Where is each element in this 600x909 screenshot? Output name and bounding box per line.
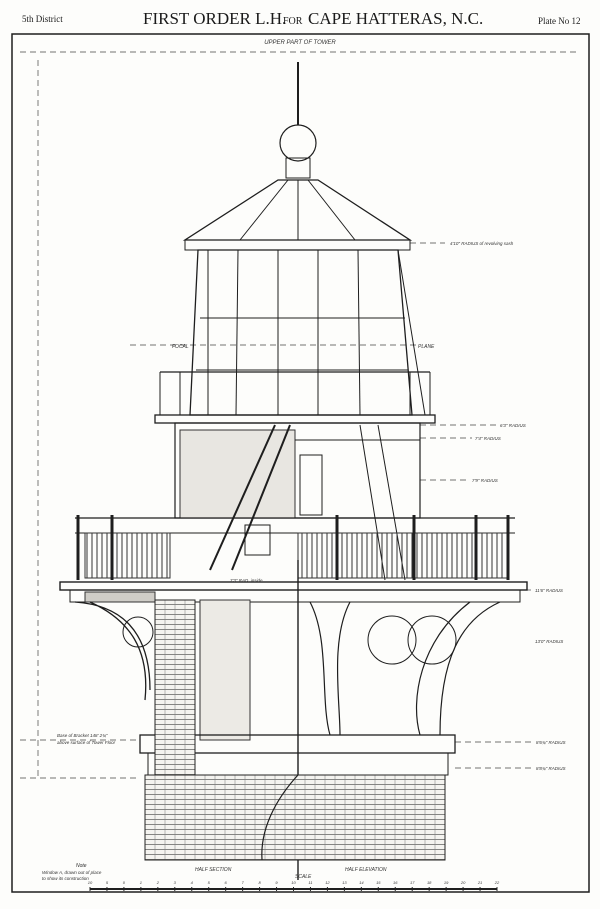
scale-tick-label: 11 [308, 880, 312, 885]
watch-room [174, 422, 421, 581]
plane-label: PLANE [418, 344, 435, 350]
scale-tick-label: 14 [359, 880, 364, 885]
scale-tick-label: 5 [208, 880, 211, 885]
radius-label-7: 8'6¾" RADIUS [536, 740, 565, 745]
scale-tick-label: 20 [460, 880, 466, 885]
note-line-1: Window A, drawn out of place [42, 870, 102, 875]
radius-label-5: 11'6" RADIUS [535, 588, 563, 593]
focal-label: FOCAL [172, 344, 189, 350]
scale-tick-label: 2 [156, 880, 160, 885]
scale-tick-label: 6 [225, 880, 228, 885]
lower-gallery-railing [75, 515, 515, 580]
scale-tick-label: 22 [494, 880, 500, 885]
tower-masonry [139, 599, 456, 861]
scale-tick-label: 13 [342, 880, 347, 885]
scale-tick-label: 10 [88, 880, 93, 885]
cornice-and-brackets [59, 560, 528, 880]
scale-tick-label: 0 [123, 880, 126, 885]
lantern-roof [182, 62, 413, 251]
half-section-label: HALF SECTION [195, 867, 232, 873]
subtitle: UPPER PART OF TOWER [264, 40, 336, 46]
scale-tick-label: 17 [410, 880, 415, 885]
scale-tick-label: 15 [376, 880, 381, 885]
bracket-note-2: above surface of Tower Floor [57, 740, 116, 745]
scale-tick-label: 9 [275, 880, 278, 885]
dimension-guides [20, 51, 580, 780]
bracket-note-1: Base of Bracket 148' 2¾" [57, 733, 108, 738]
title-for: FOR [283, 16, 303, 27]
radius-label-4: 7'9" RADIUS [472, 478, 498, 483]
scale-tick-label: 18 [427, 880, 432, 885]
note-title: Note [76, 863, 87, 869]
scale-tick-label: 1 [140, 880, 142, 885]
drawing-border [11, 33, 590, 893]
scale-tick-label: 21 [477, 880, 482, 885]
scale-title: SCALE [295, 874, 312, 880]
half-elevation-label: HALF ELEVATION [345, 867, 387, 873]
plate-number: Plate No 12 [538, 16, 581, 26]
note-line-2: to show its construction [42, 876, 89, 881]
district-label: 5th District [22, 14, 63, 24]
radius-label-8: 8'8¾" RADIUS [536, 766, 565, 771]
radius-label-1: 4'10" RADIUS of revolving sash [450, 241, 514, 246]
title-part-b: CAPE HATTERAS, N.C. [308, 9, 483, 28]
scale-tick-label: 19 [444, 880, 449, 885]
scale-tick-label: 7 [242, 880, 245, 885]
radius-label-3: 7'4" RADIUS [475, 436, 501, 441]
title-part-a: FIRST ORDER L.H. [143, 9, 286, 28]
scale-tick-label: 16 [393, 880, 398, 885]
scale-tick-label: 3 [174, 880, 177, 885]
scale-tick-label: 8 [258, 880, 261, 885]
radius-label-2: 6'3" RADIUS [500, 423, 526, 428]
scale-tick-label: 10 [291, 880, 296, 885]
upper-gallery-railing [154, 371, 436, 424]
scale-tick-label: 5 [106, 880, 109, 885]
scale-tick-label: 4 [191, 880, 194, 885]
scale-tick-label: 12 [325, 880, 330, 885]
radius-label-6: 13'0" RADIUS [535, 639, 563, 644]
inner-radius-label: 7'3" RAD. inside [230, 578, 263, 583]
lantern-glazing [189, 249, 426, 416]
